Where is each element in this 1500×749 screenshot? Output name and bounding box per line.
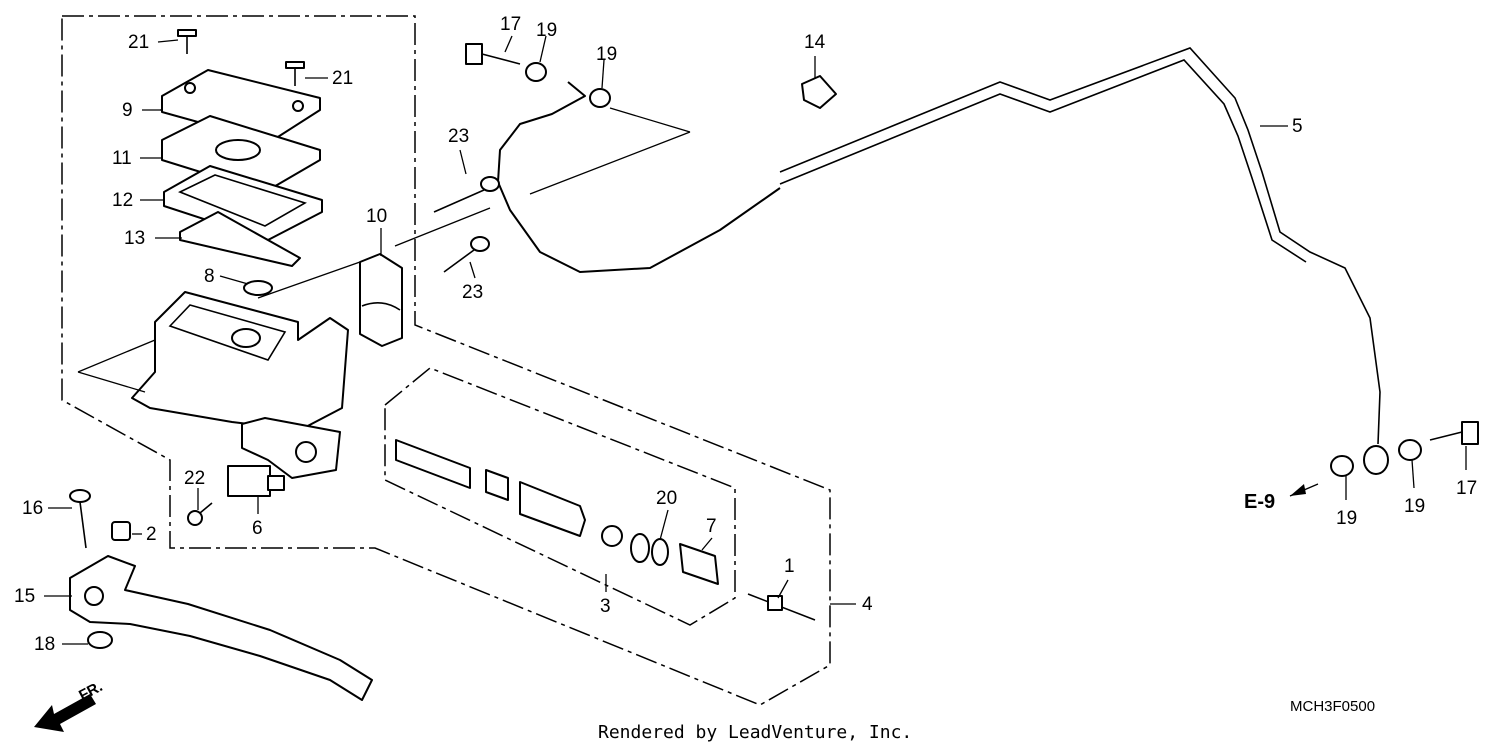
callout-6: 6 xyxy=(252,518,263,539)
banjo-washer-19-a xyxy=(525,62,547,82)
callout-19-b: 19 xyxy=(596,44,617,65)
reference-e9: E-9 xyxy=(1244,491,1275,513)
holder-10-part xyxy=(359,253,403,347)
bolt-23-lower xyxy=(443,236,490,273)
callout-15: 15 xyxy=(14,586,35,607)
bushing-2-part xyxy=(111,521,131,541)
front-direction-arrow-icon xyxy=(34,694,96,732)
callout-21-right: 21 xyxy=(332,68,353,89)
screw-21-upper xyxy=(177,29,197,54)
callout-13: 13 xyxy=(124,228,145,249)
callout-18: 18 xyxy=(34,634,55,655)
callout-7: 7 xyxy=(706,516,717,537)
float-plate-part xyxy=(179,211,301,267)
callout-12: 12 xyxy=(112,190,133,211)
callout-11: 11 xyxy=(112,148,132,169)
bolt-23-upper xyxy=(433,176,500,213)
lever-pivot-bolt-16 xyxy=(69,489,91,549)
master-cylinder-body xyxy=(131,291,349,479)
piston-kit-boundary xyxy=(384,367,736,626)
e9-arrow-icon xyxy=(1290,484,1306,496)
callout-3: 3 xyxy=(600,596,611,617)
dust-cap-18-part xyxy=(87,631,113,649)
rendered-by-credit: Rendered by LeadVenture, Inc. xyxy=(598,722,912,743)
piston-kit-parts xyxy=(395,439,719,585)
callout-5: 5 xyxy=(1292,116,1303,137)
callout-20: 20 xyxy=(656,488,677,509)
callout-17-upper: 17 xyxy=(500,14,521,35)
banjo-washer-19-b xyxy=(589,88,611,108)
callout-1: 1 xyxy=(784,556,795,577)
master-cylinder-boundary xyxy=(61,15,831,706)
screw-21-right xyxy=(285,61,305,86)
diaphragm-plate-part xyxy=(161,115,321,193)
push-rod-1-part xyxy=(747,593,816,621)
screw-22-part xyxy=(187,502,213,526)
clutch-lever-15 xyxy=(69,555,373,701)
callout-19-c: 19 xyxy=(1336,508,1357,529)
callout-2: 2 xyxy=(146,524,157,545)
callout-19-a: 19 xyxy=(536,20,557,41)
callout-23-upper: 23 xyxy=(448,126,469,147)
banjo-bolt-17-lower xyxy=(1429,421,1479,445)
banjo-bolt-17-upper xyxy=(465,43,521,65)
callout-4: 4 xyxy=(862,594,873,615)
clutch-switch-6-part xyxy=(227,465,285,497)
banjo-fitting-lower xyxy=(1363,445,1389,475)
callout-23-lower: 23 xyxy=(462,282,483,303)
clutch-hose-5 xyxy=(497,47,1381,445)
banjo-washer-19-d xyxy=(1398,439,1422,461)
clip-8-part xyxy=(243,280,273,296)
callout-8: 8 xyxy=(204,266,215,287)
callout-16: 16 xyxy=(22,498,43,519)
banjo-washer-19-c xyxy=(1330,455,1354,477)
callout-10: 10 xyxy=(366,206,387,227)
callout-9: 9 xyxy=(122,100,133,121)
diagram-code: MCH3F0500 xyxy=(1290,698,1375,715)
callout-21-upper: 21 xyxy=(128,32,149,53)
leader-lines xyxy=(44,35,1467,645)
callout-19-d: 19 xyxy=(1404,496,1425,517)
clamp-14-part xyxy=(801,75,837,109)
callout-22: 22 xyxy=(184,468,205,489)
diaphragm-part xyxy=(163,165,323,241)
callout-17-lower: 17 xyxy=(1456,478,1477,499)
callout-14: 14 xyxy=(804,32,826,53)
reservoir-cap-part xyxy=(161,69,321,143)
